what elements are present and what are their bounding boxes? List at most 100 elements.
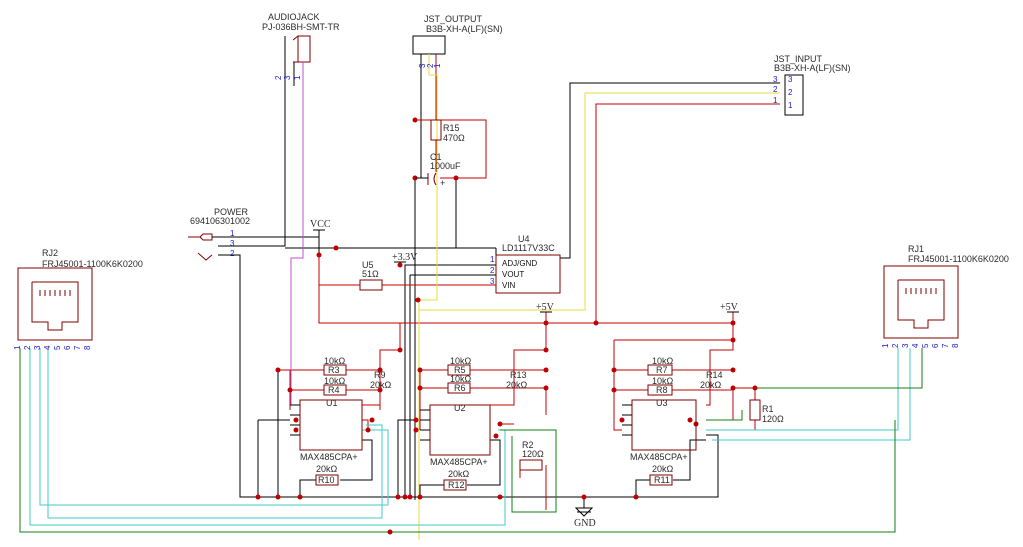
u5-resistor: U5 51Ω bbox=[359, 260, 383, 291]
r13-name: R13 bbox=[510, 370, 527, 380]
power-part: 694106301002 bbox=[190, 216, 250, 226]
gnd-label: GND bbox=[574, 518, 596, 529]
power-symbols: VCC +3.3V +5V +5V GND bbox=[310, 219, 739, 529]
r15-name: R15 bbox=[443, 123, 460, 133]
jst-output-name: JST_OUTPUT bbox=[424, 14, 483, 24]
jst-input-name: JST_INPUT bbox=[774, 54, 823, 64]
u3-resistors: 10kΩ R7 10kΩ R8 R14 20kΩ 20kΩ R11 R1 120… bbox=[647, 356, 784, 486]
r1-value: 120Ω bbox=[762, 414, 784, 424]
rj1-pin: 3 bbox=[901, 343, 910, 348]
power-pin: 1 bbox=[230, 229, 235, 238]
rj1-pin: 6 bbox=[931, 343, 940, 348]
rj1-name: RJ1 bbox=[908, 244, 924, 254]
u5-value: 51Ω bbox=[362, 269, 379, 279]
r14-name: R14 bbox=[706, 370, 723, 380]
u2-name: U2 bbox=[454, 403, 466, 413]
audiojack-part: PJ-036BH-SMT-TR bbox=[262, 22, 340, 32]
r11-value: 20kΩ bbox=[652, 464, 674, 474]
u4-pin-vout: VOUT bbox=[502, 270, 524, 279]
power-connector: POWER 694106301002 1 3 2 bbox=[188, 207, 250, 261]
c1-plus: + bbox=[440, 178, 445, 188]
u3-max485: U3 MAX485CPA+ bbox=[622, 398, 697, 462]
rj1-pin: 4 bbox=[911, 343, 920, 348]
rj2-pin: 5 bbox=[53, 345, 62, 350]
audiojack-pin: 3 bbox=[283, 75, 292, 80]
u4-regulator: U4 LD1117V33C ADJ/GND VOUT VIN 1 2 3 bbox=[490, 234, 561, 294]
jst-input-pin-inner: 3 bbox=[788, 75, 793, 84]
rj2-pin: 7 bbox=[73, 345, 82, 350]
u4-name: U4 bbox=[518, 234, 530, 244]
rj2-pin: 8 bbox=[83, 345, 92, 350]
wires-yellow bbox=[418, 62, 780, 540]
r10-name: R10 bbox=[318, 475, 335, 485]
wires-green bbox=[19, 348, 923, 533]
r13-value: 20kΩ bbox=[506, 380, 528, 390]
rj2-name: RJ2 bbox=[42, 248, 58, 258]
rj2-pin: 3 bbox=[33, 345, 42, 350]
rj2-pin: 1 bbox=[13, 345, 22, 350]
power-pin: 3 bbox=[230, 239, 235, 248]
jst-input-part: B3B-XH-A(LF)(SN) bbox=[774, 63, 851, 73]
u2-resistors: 10kΩ R5 10kΩ R6 R13 20kΩ 20kΩ R12 R2 120… bbox=[443, 356, 544, 491]
r3-name: R3 bbox=[328, 365, 340, 375]
r12-name: R12 bbox=[448, 480, 465, 490]
rj1-pin: 8 bbox=[951, 343, 960, 348]
c1-value: 1000uF bbox=[430, 161, 461, 171]
wires-magenta bbox=[290, 86, 304, 405]
r8-name: R8 bbox=[656, 385, 668, 395]
r2-value: 120Ω bbox=[522, 449, 544, 459]
power-name: POWER bbox=[214, 207, 249, 217]
junction-dots bbox=[255, 117, 758, 535]
r15-value: 470Ω bbox=[443, 133, 465, 143]
u1-max485: U1 MAX485CPA+ bbox=[290, 398, 363, 462]
jst-input-pin: 1 bbox=[773, 96, 778, 105]
r8-value: 10kΩ bbox=[652, 376, 674, 386]
v5-label: +5V bbox=[536, 302, 555, 313]
r1-name: R1 bbox=[762, 404, 774, 414]
r9-value: 20kΩ bbox=[370, 380, 392, 390]
jst-input-pin-inner: 2 bbox=[788, 88, 793, 97]
u1-resistors: 10kΩ R3 10kΩ R4 R9 20kΩ 20kΩ R10 bbox=[315, 356, 392, 486]
jst-output-pin: 3 bbox=[418, 63, 427, 68]
vcc-label: VCC bbox=[310, 219, 331, 230]
rj1-pin: 5 bbox=[921, 343, 930, 348]
rj1-pin: 1 bbox=[881, 343, 890, 348]
u4-part: LD1117V33C bbox=[502, 243, 555, 253]
r4-value: 10kΩ bbox=[324, 376, 346, 386]
rj1-pin: 7 bbox=[941, 343, 950, 348]
r7-value: 10kΩ bbox=[652, 356, 674, 366]
u5-name: U5 bbox=[362, 260, 374, 270]
r7-name: R7 bbox=[656, 365, 668, 375]
u3-part: MAX485CPA+ bbox=[630, 452, 688, 462]
jst-input-pin: 2 bbox=[773, 85, 778, 94]
wires-black bbox=[218, 62, 780, 508]
c1-name: C1 bbox=[430, 152, 442, 162]
r4-name: R4 bbox=[328, 385, 340, 395]
u4-pin-adj: ADJ/GND bbox=[502, 259, 537, 268]
jst-input-pin-inner: 1 bbox=[788, 101, 793, 110]
rj2-pin: 2 bbox=[23, 345, 32, 350]
u4-pin-num: 1 bbox=[490, 255, 495, 264]
audiojack: AUDIOJACK PJ-036BH-SMT-TR 2 3 1 bbox=[262, 12, 340, 86]
c1-capacitor: C1 1000uF + bbox=[415, 152, 461, 188]
r10-value: 20kΩ bbox=[316, 464, 338, 474]
rj2-part: FRJ45001-1100K6K0200 bbox=[42, 259, 143, 269]
r5-value: 10kΩ bbox=[450, 356, 472, 366]
jst-output-part: B3B-XH-A(LF)(SN) bbox=[426, 24, 503, 34]
audiojack-pin: 2 bbox=[274, 75, 283, 80]
jst-output-pin: 2 bbox=[426, 63, 435, 68]
r6-name: R6 bbox=[454, 383, 466, 393]
jst-input-connector: JST_INPUT B3B-XH-A(LF)(SN) 3 2 1 3 2 1 bbox=[773, 54, 851, 116]
audiojack-name: AUDIOJACK bbox=[268, 12, 320, 22]
u2-max485: U2 MAX485CPA+ bbox=[420, 403, 491, 467]
jst-output-connector: JST_OUTPUT B3B-XH-A(LF)(SN) 3 2 1 bbox=[412, 14, 503, 68]
u1-part: MAX485CPA+ bbox=[300, 452, 358, 462]
r9-name: R9 bbox=[374, 370, 386, 380]
v33-label: +3.3V bbox=[392, 252, 418, 263]
r3-value: 10kΩ bbox=[324, 356, 346, 366]
rj2-connector: RJ2 FRJ45001-1100K6K0200 1 2 3 4 5 6 7 8 bbox=[13, 248, 143, 350]
rj1-pin: 2 bbox=[891, 343, 900, 348]
jst-output-pin: 1 bbox=[433, 63, 442, 68]
r6-value: 10kΩ bbox=[450, 374, 472, 384]
